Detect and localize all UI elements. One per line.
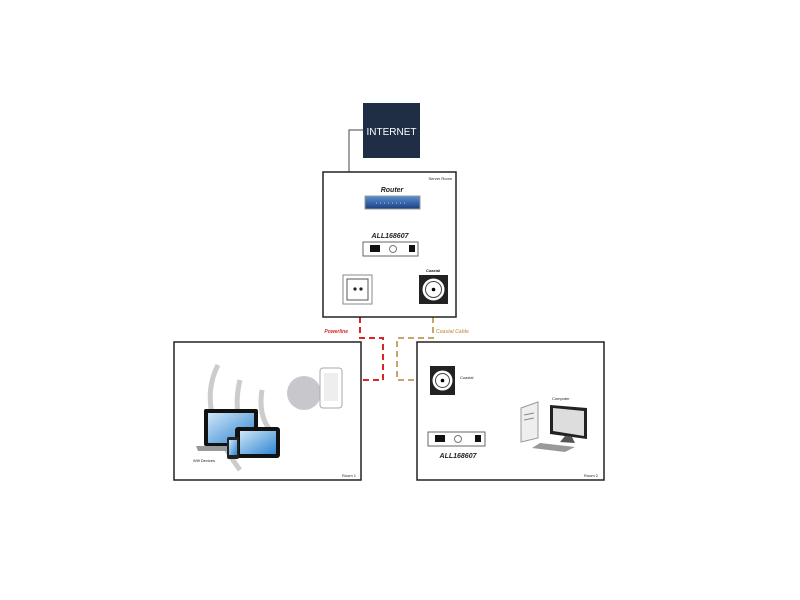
room-1-label: Room 1 [342,473,357,478]
room-2-label: Room 2 [584,473,599,478]
power-socket-icon [342,274,373,305]
signal-circle-icon [287,376,321,410]
coaxial-cable-label: Coaxial Cable [436,329,469,335]
wifi-devices-label: Wifi Devices [193,458,215,463]
server-room: Server Room Router ALL168607 Coaxial [322,171,457,318]
computer-label: Computer [552,396,570,401]
coaxial-label-room2: Coaxial [460,375,473,380]
server-room-label: Server Room [428,176,452,181]
room-2: Coaxial ALL168607 Computer Room 2 [416,341,605,481]
coaxial-cable-link [396,317,434,381]
adapter-label: ALL168607 [371,233,410,240]
router-label: Router [381,187,405,194]
powerline-link [344,317,384,381]
adapter-label-room2: ALL168607 [439,453,478,460]
computer-icon [520,401,587,452]
coaxial-outlet-icon [419,275,448,304]
internet-label: INTERNET [367,127,417,138]
powerline-adapter-icon-room2 [427,431,486,447]
room-1: Wifi Devices Room 1 [173,341,362,481]
router-icon [364,195,421,210]
coaxial-outlet-icon-room2 [430,366,455,395]
tablet-icon [235,427,280,458]
coaxial-label-server: Coaxial [426,268,440,273]
powerline-wifi-adapter-icon [319,367,343,409]
powerline-label: Powerline [324,329,348,335]
powerline-adapter-icon [362,241,419,257]
phone-icon [227,437,239,459]
internet-box: INTERNET [363,103,420,158]
